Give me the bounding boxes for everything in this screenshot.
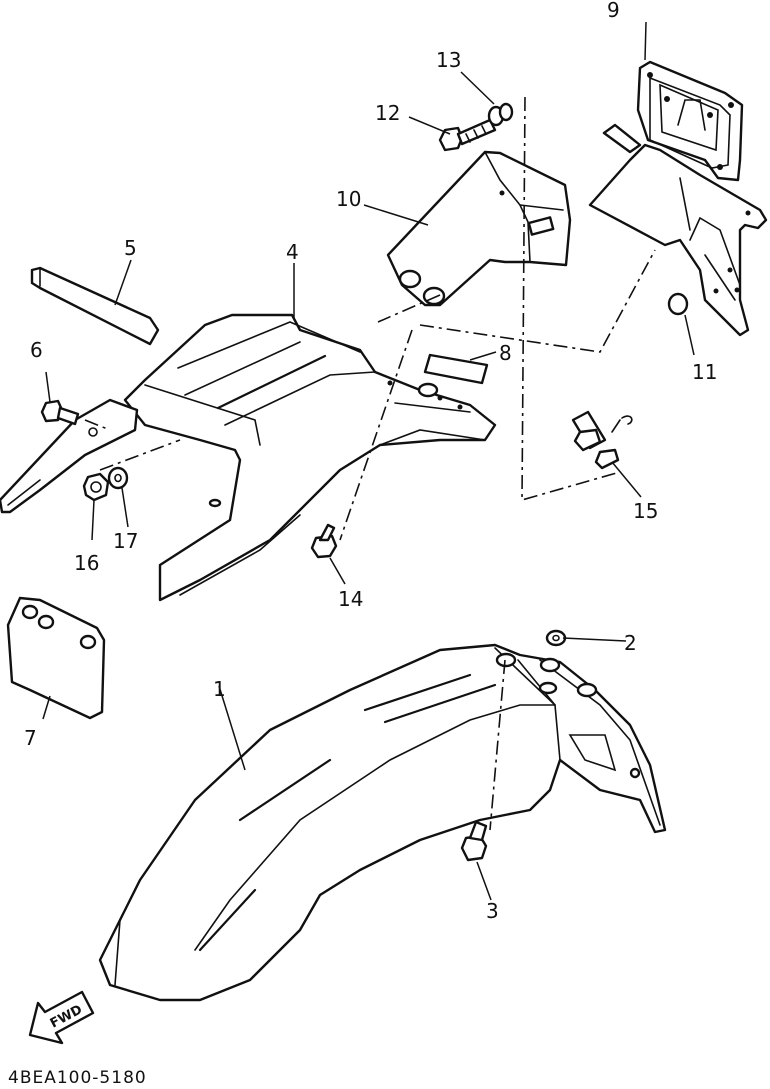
part-3-bolt xyxy=(460,820,488,862)
part-1-front-fender xyxy=(98,643,667,1002)
callout-1: 1 xyxy=(213,677,226,701)
callout-5: 5 xyxy=(124,236,137,260)
callout-12: 12 xyxy=(375,101,400,125)
callout-17: 17 xyxy=(113,529,138,553)
diagram-code: 4BEA100-5180 xyxy=(8,1068,147,1088)
callout-11: 11 xyxy=(692,360,717,384)
part-8-label xyxy=(423,353,489,385)
callout-3: 3 xyxy=(486,899,499,923)
part-2-washer xyxy=(545,629,567,647)
assembly-dash-lines xyxy=(84,96,656,831)
part-4-rear-fender xyxy=(123,313,497,602)
callout-8: 8 xyxy=(499,341,512,365)
part-7-number-plate xyxy=(6,596,106,720)
part-16-nut xyxy=(82,472,110,502)
callout-15: 15 xyxy=(633,499,658,523)
leader-lines xyxy=(42,21,695,901)
callout-10: 10 xyxy=(336,187,361,211)
callout-13: 13 xyxy=(436,48,461,72)
part-9-license-bracket xyxy=(588,60,768,337)
callout-16: 16 xyxy=(74,551,99,575)
callout-4: 4 xyxy=(286,240,299,264)
part-6-bolt xyxy=(40,399,80,426)
part-10-inner-panel xyxy=(386,150,572,307)
callout-7: 7 xyxy=(24,726,37,750)
part-12-bolt xyxy=(438,118,497,152)
callout-6: 6 xyxy=(30,338,43,362)
fender-rear-bracket xyxy=(0,398,139,514)
part-5-cushion-strip xyxy=(30,266,160,346)
callout-labels: 1 2 3 4 5 6 7 8 9 10 11 12 13 14 15 16 1… xyxy=(24,0,717,923)
callout-2: 2 xyxy=(624,631,637,655)
part-11-grommet xyxy=(667,292,689,316)
part-14-screw xyxy=(310,523,338,559)
part-17-washer xyxy=(107,466,129,490)
part-13-washer xyxy=(487,102,514,127)
callout-9: 9 xyxy=(607,0,620,22)
fwd-arrow-icon: FWD xyxy=(28,990,95,1045)
part-15-screws xyxy=(571,410,633,470)
callout-14: 14 xyxy=(338,587,363,611)
